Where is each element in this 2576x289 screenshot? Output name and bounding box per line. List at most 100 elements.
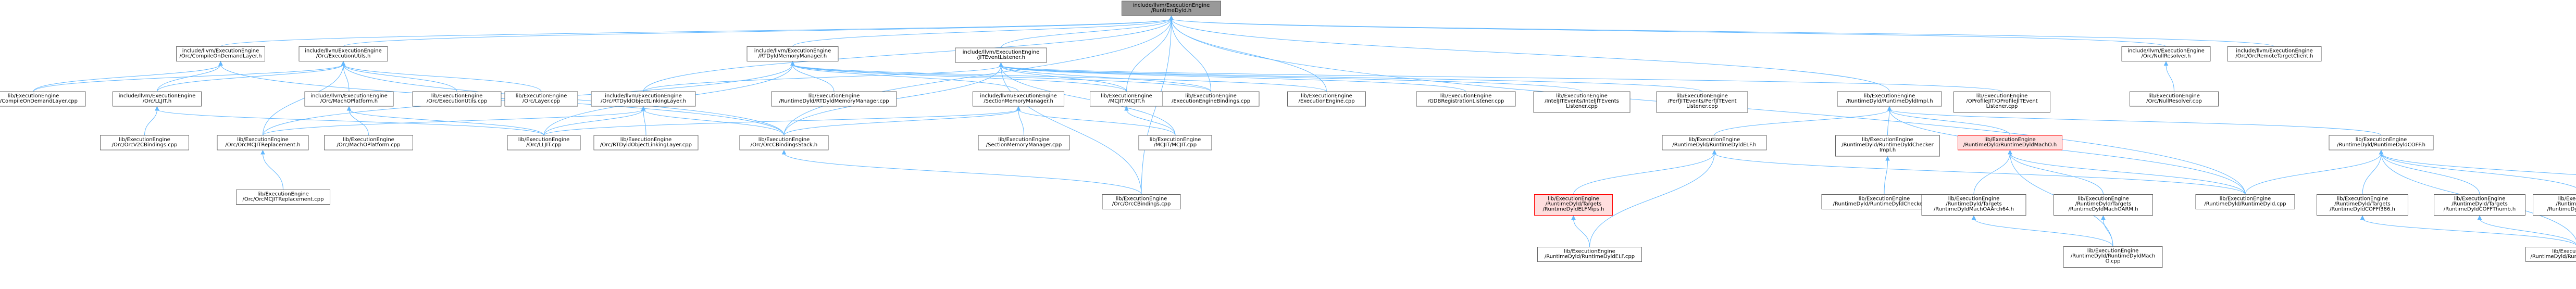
node-runtime-dyld-impl-h[interactable]: lib/ExecutionEngine/RuntimeDyld/RuntimeD… <box>1837 91 1942 107</box>
node-rtdyld-object-linking-layer-cpp[interactable]: lib/ExecutionEngine/Orc/RTDyldObjectLink… <box>593 135 699 150</box>
node-root[interactable]: include/llvm/ExecutionEngine/RuntimeDyld… <box>1122 1 1221 16</box>
node-runtime-dyld-checker-impl-h[interactable]: lib/ExecutionEngine/RuntimeDyld/RuntimeD… <box>1835 135 1940 157</box>
node-label-line: /SectionMemoryManager.h <box>984 98 1053 104</box>
node-execution-engine-bindings-cpp[interactable]: lib/ExecutionEngine/ExecutionEngineBindi… <box>1162 91 1260 107</box>
node-runtime-dyld-coff-thumb-h[interactable]: lib/ExecutionEngine/RuntimeDyld/Targets/… <box>2434 194 2525 216</box>
edge-runtime-dyld-cpp-to-runtime-dyld-elf-h <box>1714 153 2246 195</box>
node-label-line: /Orc/OrcRemoteTargetClient.h <box>2235 54 2313 59</box>
node-section-memory-manager-cpp[interactable]: lib/ExecutionEngine/SectionMemoryManager… <box>978 135 1070 150</box>
node-label-line: lib/ExecutionEngine <box>1564 249 1615 255</box>
node-section-memory-manager-h[interactable]: include/llvm/ExecutionEngine/SectionMemo… <box>973 91 1064 107</box>
node-orc-cbindings-stack-h[interactable]: lib/ExecutionEngine/Orc/OrcCBindingsStac… <box>739 135 829 150</box>
edge-runtime-dyld-coff-x86-64-h-to-runtime-dyld-coff-h <box>2381 153 2576 188</box>
edge-orc-cbindings-stack-h-to-root <box>783 18 1172 136</box>
node-box <box>504 91 578 107</box>
node-orc-execution-utils-h[interactable]: include/llvm/ExecutionEngine/Orc/Executi… <box>298 46 388 61</box>
node-macho-platform-cpp[interactable]: lib/ExecutionEngine/Orc/MachOPlatform.cp… <box>324 135 413 150</box>
node-box <box>1533 91 1631 113</box>
node-box <box>2121 46 2211 61</box>
node-label-line: O.cpp <box>2106 259 2121 265</box>
node-label-line: /RuntimeDyld/Targets <box>2451 202 2507 207</box>
node-runtime-dyld-macho-arm-h[interactable]: lib/ExecutionEngine/RuntimeDyld/Targets/… <box>2054 194 2153 216</box>
node-mcjit-cpp[interactable]: lib/ExecutionEngine/MCJIT/MCJIT.cpp <box>1138 135 1212 150</box>
node-runtime-dyld-elf-cpp[interactable]: lib/ExecutionEngine/RuntimeDyld/RuntimeD… <box>1537 247 1642 262</box>
edge-arrowhead <box>781 149 787 155</box>
node-execution-utils-cpp[interactable]: lib/ExecutionEngine/Orc/ExecutionUtils.c… <box>412 91 502 107</box>
node-runtime-dyld-macho-h[interactable]: lib/ExecutionEngine/RuntimeDyld/RuntimeD… <box>1958 135 2062 150</box>
node-label-line: lib/ExecutionEngine <box>2148 93 2200 99</box>
node-box <box>1416 91 1516 107</box>
node-label-line: /RuntimeDyld/RuntimeDyldChecker.cpp <box>1833 202 1936 207</box>
node-label-line: /RuntimeDyld/RuntimeDyldCOFF.h <box>2337 142 2425 148</box>
node-runtime-dyld-coff-cpp[interactable]: lib/ExecutionEngine/RuntimeDyld/RuntimeD… <box>2525 247 2576 262</box>
node-orc-layer-cpp[interactable]: lib/ExecutionEngine/Orc/Layer.cpp <box>504 91 578 107</box>
node-runtime-dyld-coff-h[interactable]: lib/ExecutionEngine/RuntimeDyld/RuntimeD… <box>2329 135 2434 150</box>
node-orc-cbindings-cpp[interactable]: lib/ExecutionEngine/Orc/OrcCBindings.cpp <box>1102 194 1181 209</box>
node-compile-on-demand-cpp[interactable]: lib/ExecutionEngine/Orc/CompileOnDemandL… <box>0 91 86 107</box>
node-box <box>1534 194 1613 216</box>
node-null-resolver-cpp[interactable]: lib/ExecutionEngine/Orc/NullResolver.cpp <box>2130 91 2219 107</box>
node-box <box>593 135 699 150</box>
node-label-line: /RuntimeDyld/RuntimeDyldCOFF.cpp <box>2531 254 2576 260</box>
node-runtime-dyld-elf-mips-h[interactable]: lib/ExecutionEngine/RuntimeDyld/Targets/… <box>1534 194 1613 216</box>
node-lljit-cpp[interactable]: lib/ExecutionEngine/Orc/LLJIT.cpp <box>507 135 581 150</box>
node-label-line: /RuntimeDyld.h <box>1151 8 1191 14</box>
edge-arrowhead <box>341 61 346 66</box>
edge-execution-utils-cpp-to-orc-execution-utils-h <box>343 64 457 92</box>
node-runtime-dyld-elf-h[interactable]: lib/ExecutionEngine/RuntimeDyld/RuntimeD… <box>1662 135 1767 150</box>
node-box <box>1953 91 2050 113</box>
edge-runtime-dyld-elf-mips-h-to-runtime-dyld-elf-h <box>1573 153 1715 195</box>
node-jit-event-listener-h[interactable]: include/llvm/ExecutionEngine/JITEventLis… <box>955 47 1047 63</box>
node-runtime-dyld-coff-i386-h[interactable]: lib/ExecutionEngine/RuntimeDyld/Targets/… <box>2317 194 2408 216</box>
node-oprofile-jit-cpp[interactable]: lib/ExecutionEngine/OProfileJIT/OProfile… <box>1953 91 2050 113</box>
node-execution-engine-cpp[interactable]: lib/ExecutionEngine/ExecutionEngine.cpp <box>1287 91 1366 107</box>
node-mcjit-h[interactable]: lib/ExecutionEngine/MCJIT/MCJIT.h <box>1090 91 1163 107</box>
node-orc-v2-cbindings-cpp[interactable]: lib/ExecutionEngine/Orc/OrcV2CBindings.c… <box>100 135 189 150</box>
node-box <box>507 135 581 150</box>
node-intel-jit-events-cpp[interactable]: lib/ExecutionEngine/IntelJITEvents/Intel… <box>1533 91 1631 113</box>
node-orc-macho-platform-h[interactable]: include/llvm/ExecutionEngine/Orc/MachOPl… <box>304 91 394 107</box>
edge-runtime-dyld-macho-aarch64-h-to-runtime-dyld-macho-h <box>1973 153 2010 195</box>
node-gdb-registration-listener-cpp[interactable]: lib/ExecutionEngine/GDBRegistrationListe… <box>1416 91 1516 107</box>
node-box <box>0 91 86 107</box>
node-label-line: lib/ExecutionEngine <box>1862 137 1913 143</box>
node-orc-compile-on-demand-h[interactable]: include/llvm/ExecutionEngine/Orc/Compile… <box>176 46 265 61</box>
edge-execution-engine-bindings-cpp-to-jit-event-listener-h <box>1001 65 1211 92</box>
node-runtime-dyld-coff-x86-64-h[interactable]: lib/ExecutionEngine/RuntimeDyld/Targets/… <box>2533 194 2576 216</box>
node-label-line: /RuntimeDyld/RuntimeDyldELF.h <box>1672 142 1756 148</box>
node-orc-lljit-h[interactable]: include/llvm/ExecutionEngine/Orc/LLJIT.h <box>113 91 202 107</box>
node-runtime-dyld-cpp[interactable]: lib/ExecutionEngine/RuntimeDyld/RuntimeD… <box>2195 194 2295 209</box>
node-label-line: /Orc/CompileOnDemandLayer.cpp <box>0 98 78 104</box>
node-rtdyld-memory-manager-cpp[interactable]: lib/ExecutionEngine/RuntimeDyld/RTDyldMe… <box>771 91 897 107</box>
node-label-line: lib/ExecutionEngine <box>1440 93 1492 99</box>
edge-arrowhead <box>1712 149 1717 155</box>
node-runtime-dyld-macho-cpp[interactable]: lib/ExecutionEngine/RuntimeDyld/RuntimeD… <box>2063 246 2163 268</box>
edge-arrowhead <box>2379 149 2384 155</box>
edge-arrowhead <box>790 61 795 66</box>
edge-arrowhead <box>1016 106 1021 111</box>
node-rtdyld-memory-manager-h[interactable]: include/llvm/ExecutionEngine/RTDyldMemor… <box>746 46 839 61</box>
edge-rtdyld-object-linking-layer-h-to-jit-event-listener-h <box>643 65 1001 92</box>
node-box <box>1837 91 1942 107</box>
edge-arrowhead <box>346 106 352 111</box>
node-perf-jit-events-cpp[interactable]: lib/ExecutionEngine/PerfJITEvents/PerfJI… <box>1656 91 1748 113</box>
node-orc-remote-target-client-h[interactable]: include/llvm/ExecutionEngine/Orc/OrcRemo… <box>2227 46 2322 61</box>
node-rtdyld-object-linking-layer-h[interactable]: include/llvm/ExecutionEngine/Orc/RTDyldO… <box>591 91 696 107</box>
node-label-line: /RuntimeDyldMachOARM.h <box>2068 207 2138 212</box>
node-box <box>1958 135 2062 150</box>
node-orc-null-resolver-h[interactable]: include/llvm/ExecutionEngine/Orc/NullRes… <box>2121 46 2211 61</box>
node-label-line: /RuntimeDyld/Targets <box>1546 202 1601 207</box>
node-label-line: /RuntimeDyld/RuntimeDyldChecker <box>1841 142 1934 148</box>
node-orc-mcjit-replacement-h[interactable]: lib/ExecutionEngine/Orc/OrcMCJITReplacem… <box>217 135 309 150</box>
node-box <box>176 46 265 61</box>
node-box <box>2533 194 2576 216</box>
node-runtime-dyld-macho-aarch64-h[interactable]: lib/ExecutionEngine/RuntimeDyld/Targets/… <box>1921 194 2026 216</box>
node-label-line: /RuntimeDyld/Targets <box>1946 202 2001 207</box>
node-box <box>1122 1 1221 16</box>
node-label-line: lib/ExecutionEngine <box>1150 137 1201 143</box>
node-label-line: /RuntimeDyldCOFFX86_64.h <box>2547 207 2576 212</box>
node-orc-mcjit-replacement-cpp[interactable]: lib/ExecutionEngine/Orc/OrcMCJITReplacem… <box>236 190 330 205</box>
node-label-line: lib/ExecutionEngine <box>518 137 570 143</box>
node-label-line: /RuntimeDyld/RuntimeDyld.cpp <box>2204 202 2286 207</box>
